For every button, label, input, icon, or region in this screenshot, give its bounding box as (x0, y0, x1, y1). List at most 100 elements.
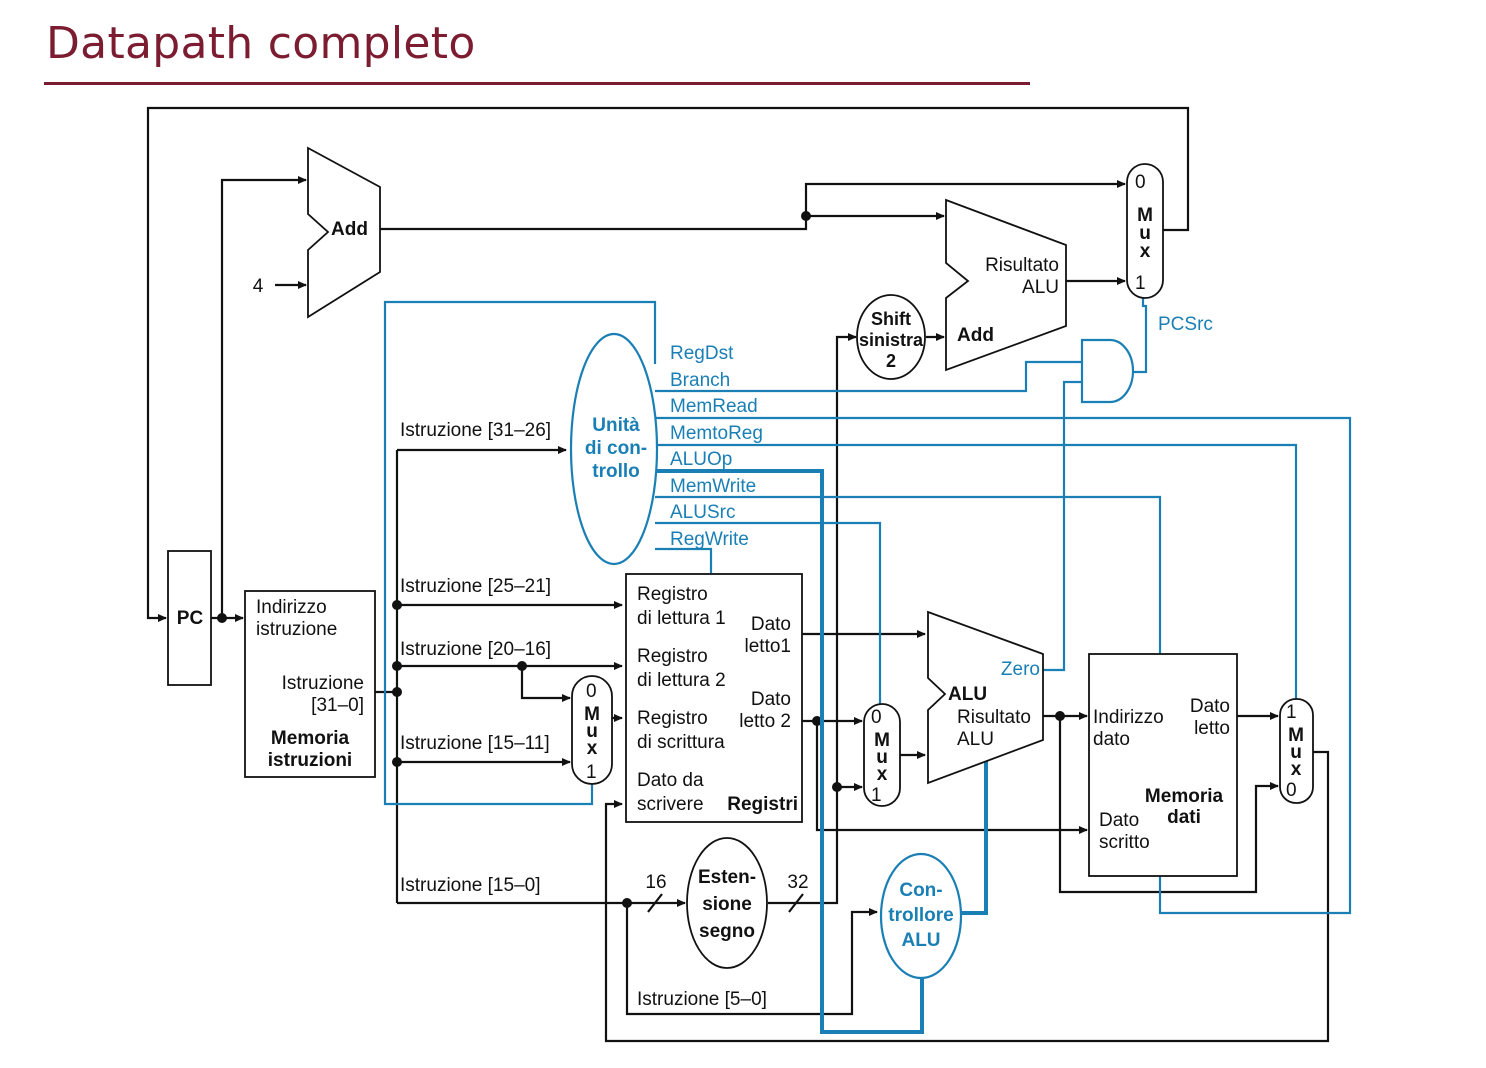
pc-mux-in1: 1 (1135, 273, 1146, 294)
reg-read1-label-1: Registro (637, 584, 708, 605)
alu-zero-label: Zero (1001, 659, 1040, 680)
pc-adder-label: Add (331, 219, 368, 240)
reg-out2-label-1: Dato (751, 689, 791, 710)
control-unit-label-3: trollo (592, 461, 640, 482)
dmem-out-label-2: letto (1194, 718, 1230, 739)
dmem-out-label-1: Dato (1190, 696, 1230, 717)
alu-result-label-2: ALU (957, 729, 994, 750)
field-15-0: Istruzione [15–0] (400, 875, 540, 896)
branch-adder: Risultato ALU Add (945, 198, 1067, 372)
reg-file-name: Registri (727, 794, 798, 815)
field-25-21: Istruzione [25–21] (400, 576, 551, 597)
sign-extension: Esten- sione segno (686, 837, 768, 969)
pc-mux-x: x (1140, 241, 1151, 262)
branch-adder-result-1: Risultato (985, 255, 1059, 276)
imem-addr-label-1: Indirizzo (256, 597, 327, 618)
dmem-addr-label-1: Indirizzo (1093, 707, 1164, 728)
pc-mux-u: u (1139, 223, 1151, 244)
data-memory: Indirizzo dato Dato letto Memoria dati D… (1088, 653, 1238, 877)
reg-mux-m: M (584, 704, 600, 725)
alu: ALU Zero Risultato ALU (927, 610, 1044, 785)
imem-name-2: istruzioni (268, 750, 352, 771)
alu-mux-u: u (876, 747, 888, 768)
signal-memtoreg: MemtoReg (670, 423, 763, 444)
imem-instr-label-1: Istruzione (282, 673, 364, 694)
instruction-memory: Indirizzo istruzione Istruzione [31–0] M… (244, 590, 376, 778)
control-unit-label-1: Unità (592, 415, 640, 436)
reg-write-label-1: Registro (637, 708, 708, 729)
dmem-in-label-2: scritto (1099, 832, 1150, 853)
control-wires (383, 298, 1352, 1034)
wb-mux-in1: 1 (1286, 702, 1297, 723)
junction-dots (217, 211, 1065, 908)
reg-out1-label-1: Dato (751, 614, 791, 635)
constant-four: 4 (253, 276, 264, 297)
signal-pcsrc: PCSrc (1158, 314, 1213, 335)
instruction-fields: Istruzione [31–26] Istruzione [25–21] Is… (400, 420, 767, 1010)
sign-ext-label-1: Esten- (698, 867, 756, 888)
alu-name: ALU (948, 684, 987, 705)
bit-width-32: 32 (787, 872, 808, 893)
alu-mux: 0 M u x 1 (863, 703, 901, 807)
sign-ext-label-2: sione (702, 894, 752, 915)
title-underline (44, 82, 1030, 85)
reg-mux-x: x (587, 738, 598, 759)
wb-mux-in0: 0 (1286, 780, 1297, 801)
reg-mux-in0: 0 (586, 681, 597, 702)
alu-mux-in1: 1 (871, 785, 882, 806)
dmem-in-label-1: Dato (1099, 810, 1139, 831)
reg-read2-label-1: Registro (637, 646, 708, 667)
signal-aluop: ALUOp (670, 449, 732, 470)
imem-addr-label-2: istruzione (256, 619, 337, 640)
signal-alusrc: ALUSrc (670, 502, 735, 523)
page-title: Datapath completo (46, 18, 476, 69)
shift-left-2: Shift sinistra 2 (856, 294, 926, 380)
alu-mux-m: M (874, 730, 890, 751)
pc-mux-in0: 0 (1135, 172, 1146, 193)
control-unit-label-2: di con- (585, 438, 647, 459)
writeback-mux: 1 M u x 0 (1279, 698, 1314, 804)
pc-adder: Add (307, 146, 381, 319)
signal-memwrite: MemWrite (670, 476, 756, 497)
signal-branch: Branch (670, 370, 730, 391)
pc-mux-m: M (1137, 205, 1153, 226)
signal-memread: MemRead (670, 396, 758, 417)
register-file: Registro di lettura 1 Registro di lettur… (625, 573, 803, 823)
reg-mux-in1: 1 (586, 762, 597, 783)
field-15-11: Istruzione [15–11] (400, 733, 550, 754)
dmem-addr-label-2: dato (1093, 729, 1130, 750)
alu-control-label-2: trollore (888, 905, 953, 926)
reg-read1-label-2: di lettura 1 (637, 608, 726, 629)
pc-mux: 0 M u x 1 (1126, 163, 1164, 299)
alu-control: Con- trollore ALU (879, 852, 963, 980)
shift-label-3: 2 (886, 351, 896, 371)
reg-out2-label-2: letto 2 (739, 711, 791, 732)
dmem-name-1: Memoria (1145, 786, 1224, 807)
shift-label-1: Shift (871, 309, 911, 329)
register-mux: 0 M u x 1 (571, 675, 613, 785)
signal-regwrite: RegWrite (670, 529, 749, 550)
reg-read2-label-2: di lettura 2 (637, 670, 726, 691)
alu-result-label-1: Risultato (957, 707, 1031, 728)
imem-instr-label-2: [31–0] (311, 695, 364, 716)
wb-mux-x: x (1291, 759, 1302, 780)
pc-register: PC (167, 550, 212, 686)
alu-mux-x: x (877, 764, 888, 785)
signal-regdst: RegDst (670, 343, 734, 364)
shift-label-2: sinistra (859, 330, 924, 350)
alu-control-label-3: ALU (901, 930, 940, 951)
alu-control-label-1: Con- (899, 880, 942, 901)
control-unit: Unità di con- trollo (569, 332, 659, 566)
reg-mux-u: u (586, 721, 598, 742)
dmem-name-2: dati (1167, 807, 1201, 828)
wb-mux-m: M (1288, 725, 1304, 746)
wb-mux-u: u (1290, 742, 1302, 763)
reg-write-label-2: di scrittura (637, 732, 725, 753)
alu-mux-in0: 0 (871, 707, 882, 728)
reg-out1-label-2: letto1 (745, 636, 791, 657)
field-31-26: Istruzione [31–26] (400, 420, 551, 441)
reg-data-label-2: scrivere (637, 794, 704, 815)
data-wires (146, 106, 1330, 1043)
field-5-0: Istruzione [5–0] (637, 989, 767, 1010)
